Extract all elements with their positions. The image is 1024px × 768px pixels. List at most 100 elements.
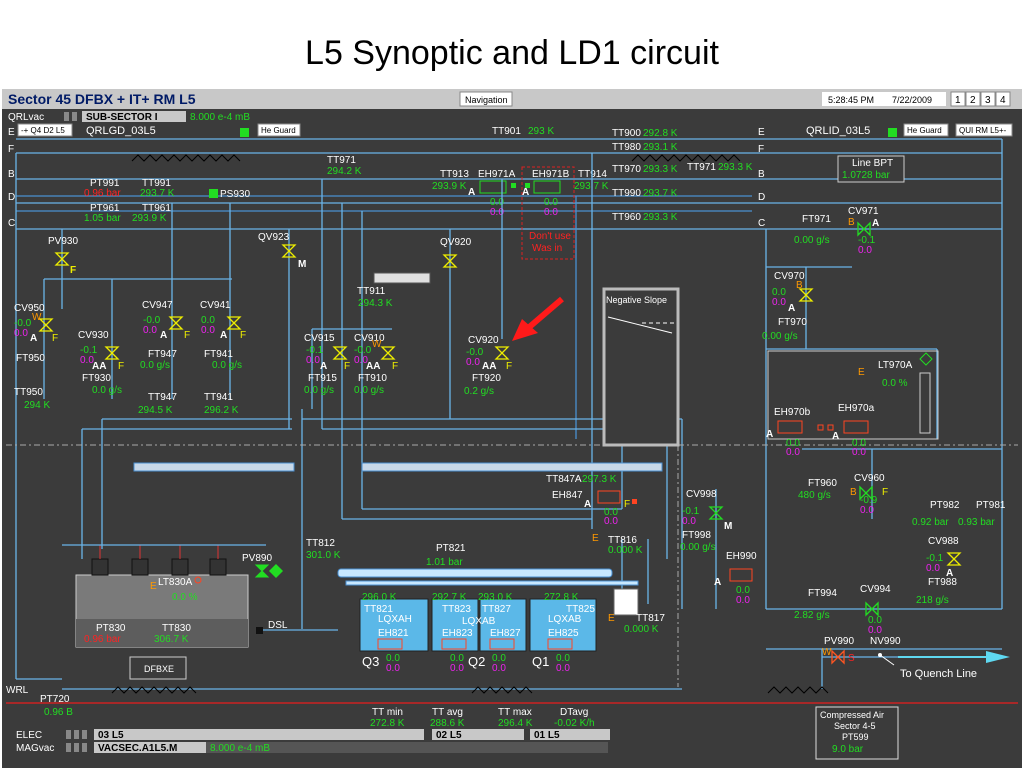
lt970a-gauge — [919, 372, 931, 434]
dont-use-label: Don't use — [529, 231, 571, 242]
current-lead-1 — [91, 558, 109, 576]
current-lead-4 — [209, 558, 227, 576]
eh847-heater[interactable] — [597, 490, 621, 504]
tt913-value: 293.9 K — [432, 181, 467, 192]
ft998-label: FT998 — [682, 530, 711, 541]
ft988-label: FT988 — [928, 577, 957, 588]
ft920-label: FT920 — [472, 373, 501, 384]
dfbx-liquid — [76, 619, 248, 647]
dfbxe-button[interactable] — [129, 656, 187, 680]
cv910-val2: 0.0 — [354, 355, 368, 366]
header-date: 7/22/2009 — [892, 95, 932, 105]
cv971-valve-icon[interactable] — [857, 221, 871, 237]
cv998-val2: 0.0 — [682, 516, 696, 527]
cv994-valve-icon[interactable] — [865, 601, 879, 617]
eh825-heater[interactable] — [547, 638, 573, 650]
cv960-valve-icon[interactable] — [859, 485, 873, 501]
eh823-heater[interactable] — [441, 638, 467, 650]
eh970a-val1: 0.0 — [852, 438, 866, 449]
cv910-f: F — [392, 361, 398, 372]
cv970-b: B — [796, 280, 803, 291]
eh970b-heater[interactable] — [777, 420, 803, 434]
eh823-label: EH823 — [442, 628, 473, 639]
insulation-zigzag — [767, 686, 829, 694]
cv947-val2: 0.0 — [143, 325, 157, 336]
subsector-label: SUB-SECTOR I — [86, 112, 158, 123]
eh990-heater[interactable] — [729, 568, 753, 582]
page-buttons: 1 2 3 4 — [950, 91, 1011, 107]
cv960-val1: -0.9 — [860, 495, 878, 506]
cv994-val2: 0.0 — [868, 625, 882, 636]
cv998-mode: M — [724, 521, 732, 532]
qui-button[interactable] — [955, 123, 1013, 137]
pv890-valve-icon[interactable] — [254, 564, 270, 578]
cv998-val1: -0.1 — [682, 506, 700, 517]
page-button-1[interactable] — [950, 91, 966, 107]
elec-03-label: 03 L5 — [98, 730, 124, 741]
tt817-label: TT817 — [636, 613, 665, 624]
eh827-heater[interactable] — [489, 638, 515, 650]
eh970a-mode: A — [832, 431, 839, 442]
header-title: Sector 45 DFBX + IT+ RM L5 — [8, 91, 196, 107]
ft960-value: 480 g/s — [798, 490, 831, 501]
cv941-val2: 0.0 — [201, 325, 215, 336]
pv990-s: S — [848, 653, 855, 664]
cv941-valve-icon[interactable] — [226, 316, 242, 330]
cv950-val1: -0.0 — [14, 318, 32, 329]
elec-01-bar — [530, 729, 610, 740]
page-button-3[interactable] — [980, 91, 996, 107]
quench-arrow-icon — [986, 651, 1010, 663]
ft947-label: FT947 — [148, 349, 177, 360]
clock-box — [822, 92, 946, 106]
dfbxe-label: DFBXE — [144, 664, 174, 674]
cv930-valve-icon[interactable] — [104, 346, 120, 360]
cv915-valve-icon[interactable] — [332, 346, 348, 360]
navigation-button[interactable] — [459, 91, 513, 107]
cv910-label: CV910 — [354, 333, 385, 344]
page-button-4[interactable] — [995, 91, 1011, 107]
dt-avg-value: -0.02 K/h — [554, 718, 595, 729]
he-guard-button-1[interactable] — [257, 123, 301, 137]
cv947-val1: -0.0 — [143, 315, 161, 326]
qv920-valve-icon[interactable] — [442, 254, 458, 268]
elec-label: ELEC — [16, 730, 42, 741]
cv950-valve-icon[interactable] — [38, 318, 54, 332]
cv920-label: CV920 — [468, 335, 499, 346]
qv923-valve-icon[interactable] — [281, 244, 297, 258]
cv988-val1: -0.1 — [926, 553, 944, 564]
eh970a-heater[interactable] — [843, 420, 869, 434]
cv960-f: F — [882, 487, 888, 498]
ft930-label: FT930 — [82, 373, 111, 384]
tt991-value: 293.7 K — [140, 188, 175, 199]
eh971a-heater[interactable] — [479, 180, 507, 194]
tt847a-label: TT847A — [546, 474, 582, 485]
ft994-value: 2.82 g/s — [794, 610, 830, 621]
page-button-2[interactable] — [965, 91, 981, 107]
nav-q4-button[interactable] — [17, 123, 73, 137]
to-quench-label: To Quench Line — [900, 668, 977, 680]
cv915-val1: -0.1 — [306, 345, 324, 356]
he-guard-button-2[interactable] — [903, 123, 949, 137]
qrlgd-label: QRLGD_03L5 — [86, 125, 156, 137]
busbar — [337, 568, 613, 578]
cv920-valve-icon[interactable] — [494, 346, 510, 360]
slide-title: L5 Synoptic and LD1 circuit — [305, 34, 719, 72]
tt990-label: TT990 — [612, 188, 641, 199]
cv910-valve-icon[interactable] — [380, 346, 396, 360]
lt830a-label: LT830A — [158, 577, 193, 588]
pv990-valve-icon[interactable] — [831, 649, 845, 665]
pt599-label: PT599 — [842, 732, 869, 742]
slope-line — [607, 316, 673, 334]
eh971b-heater[interactable] — [533, 180, 561, 194]
cv970-valve-icon[interactable] — [798, 288, 814, 302]
cv998-valve-icon[interactable] — [708, 506, 724, 520]
lt970-e: E — [858, 367, 865, 378]
tt971-value: 294.2 K — [327, 166, 362, 177]
pv930-valve-icon[interactable] — [54, 252, 70, 266]
cv988-valve-icon[interactable] — [946, 552, 962, 566]
cv947-valve-icon[interactable] — [168, 316, 184, 330]
eh821-heater[interactable] — [377, 638, 403, 650]
tt980-label: TT980 — [612, 142, 641, 153]
cv971-label: CV971 — [848, 206, 879, 217]
cv950-mode: A — [30, 333, 37, 344]
